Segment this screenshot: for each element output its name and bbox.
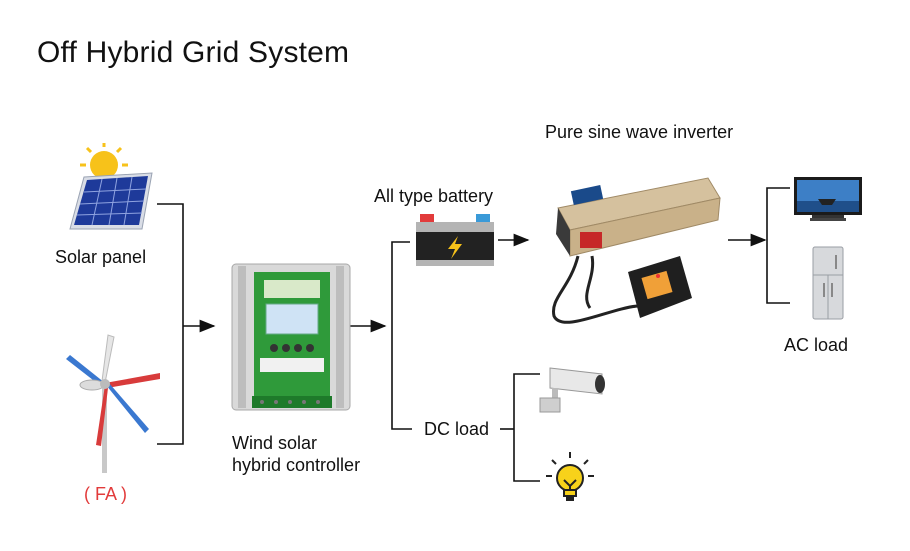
dc-load-bracket-line <box>513 373 540 482</box>
fridge-icon <box>812 246 844 320</box>
solar-panel-label: Solar panel <box>55 247 147 267</box>
battery-label: All type battery <box>374 186 494 206</box>
output-bracket-line <box>391 241 412 430</box>
tv-icon <box>794 177 862 221</box>
battery-icon <box>416 214 494 266</box>
solar-panel-icon <box>69 143 153 230</box>
controller-icon <box>231 263 351 411</box>
ac-load-bracket-line <box>766 187 790 304</box>
input-bracket-line <box>157 203 184 445</box>
wind-turbine-note: ( FA ) <box>84 484 128 504</box>
bulb-icon <box>546 452 594 501</box>
dc-load-label: DC load <box>424 419 490 439</box>
inverter-label: Pure sine wave inverter <box>545 122 734 142</box>
wind-turbine-icon <box>66 334 160 473</box>
ac-load-label: AC load <box>784 335 849 355</box>
camera-icon <box>539 367 605 413</box>
page-title: Off Hybrid Grid System <box>37 36 350 69</box>
controller-label-line2: hybrid controller <box>232 455 361 475</box>
controller-label-line1: Wind solar <box>232 433 318 453</box>
inverter-icon <box>552 177 721 324</box>
